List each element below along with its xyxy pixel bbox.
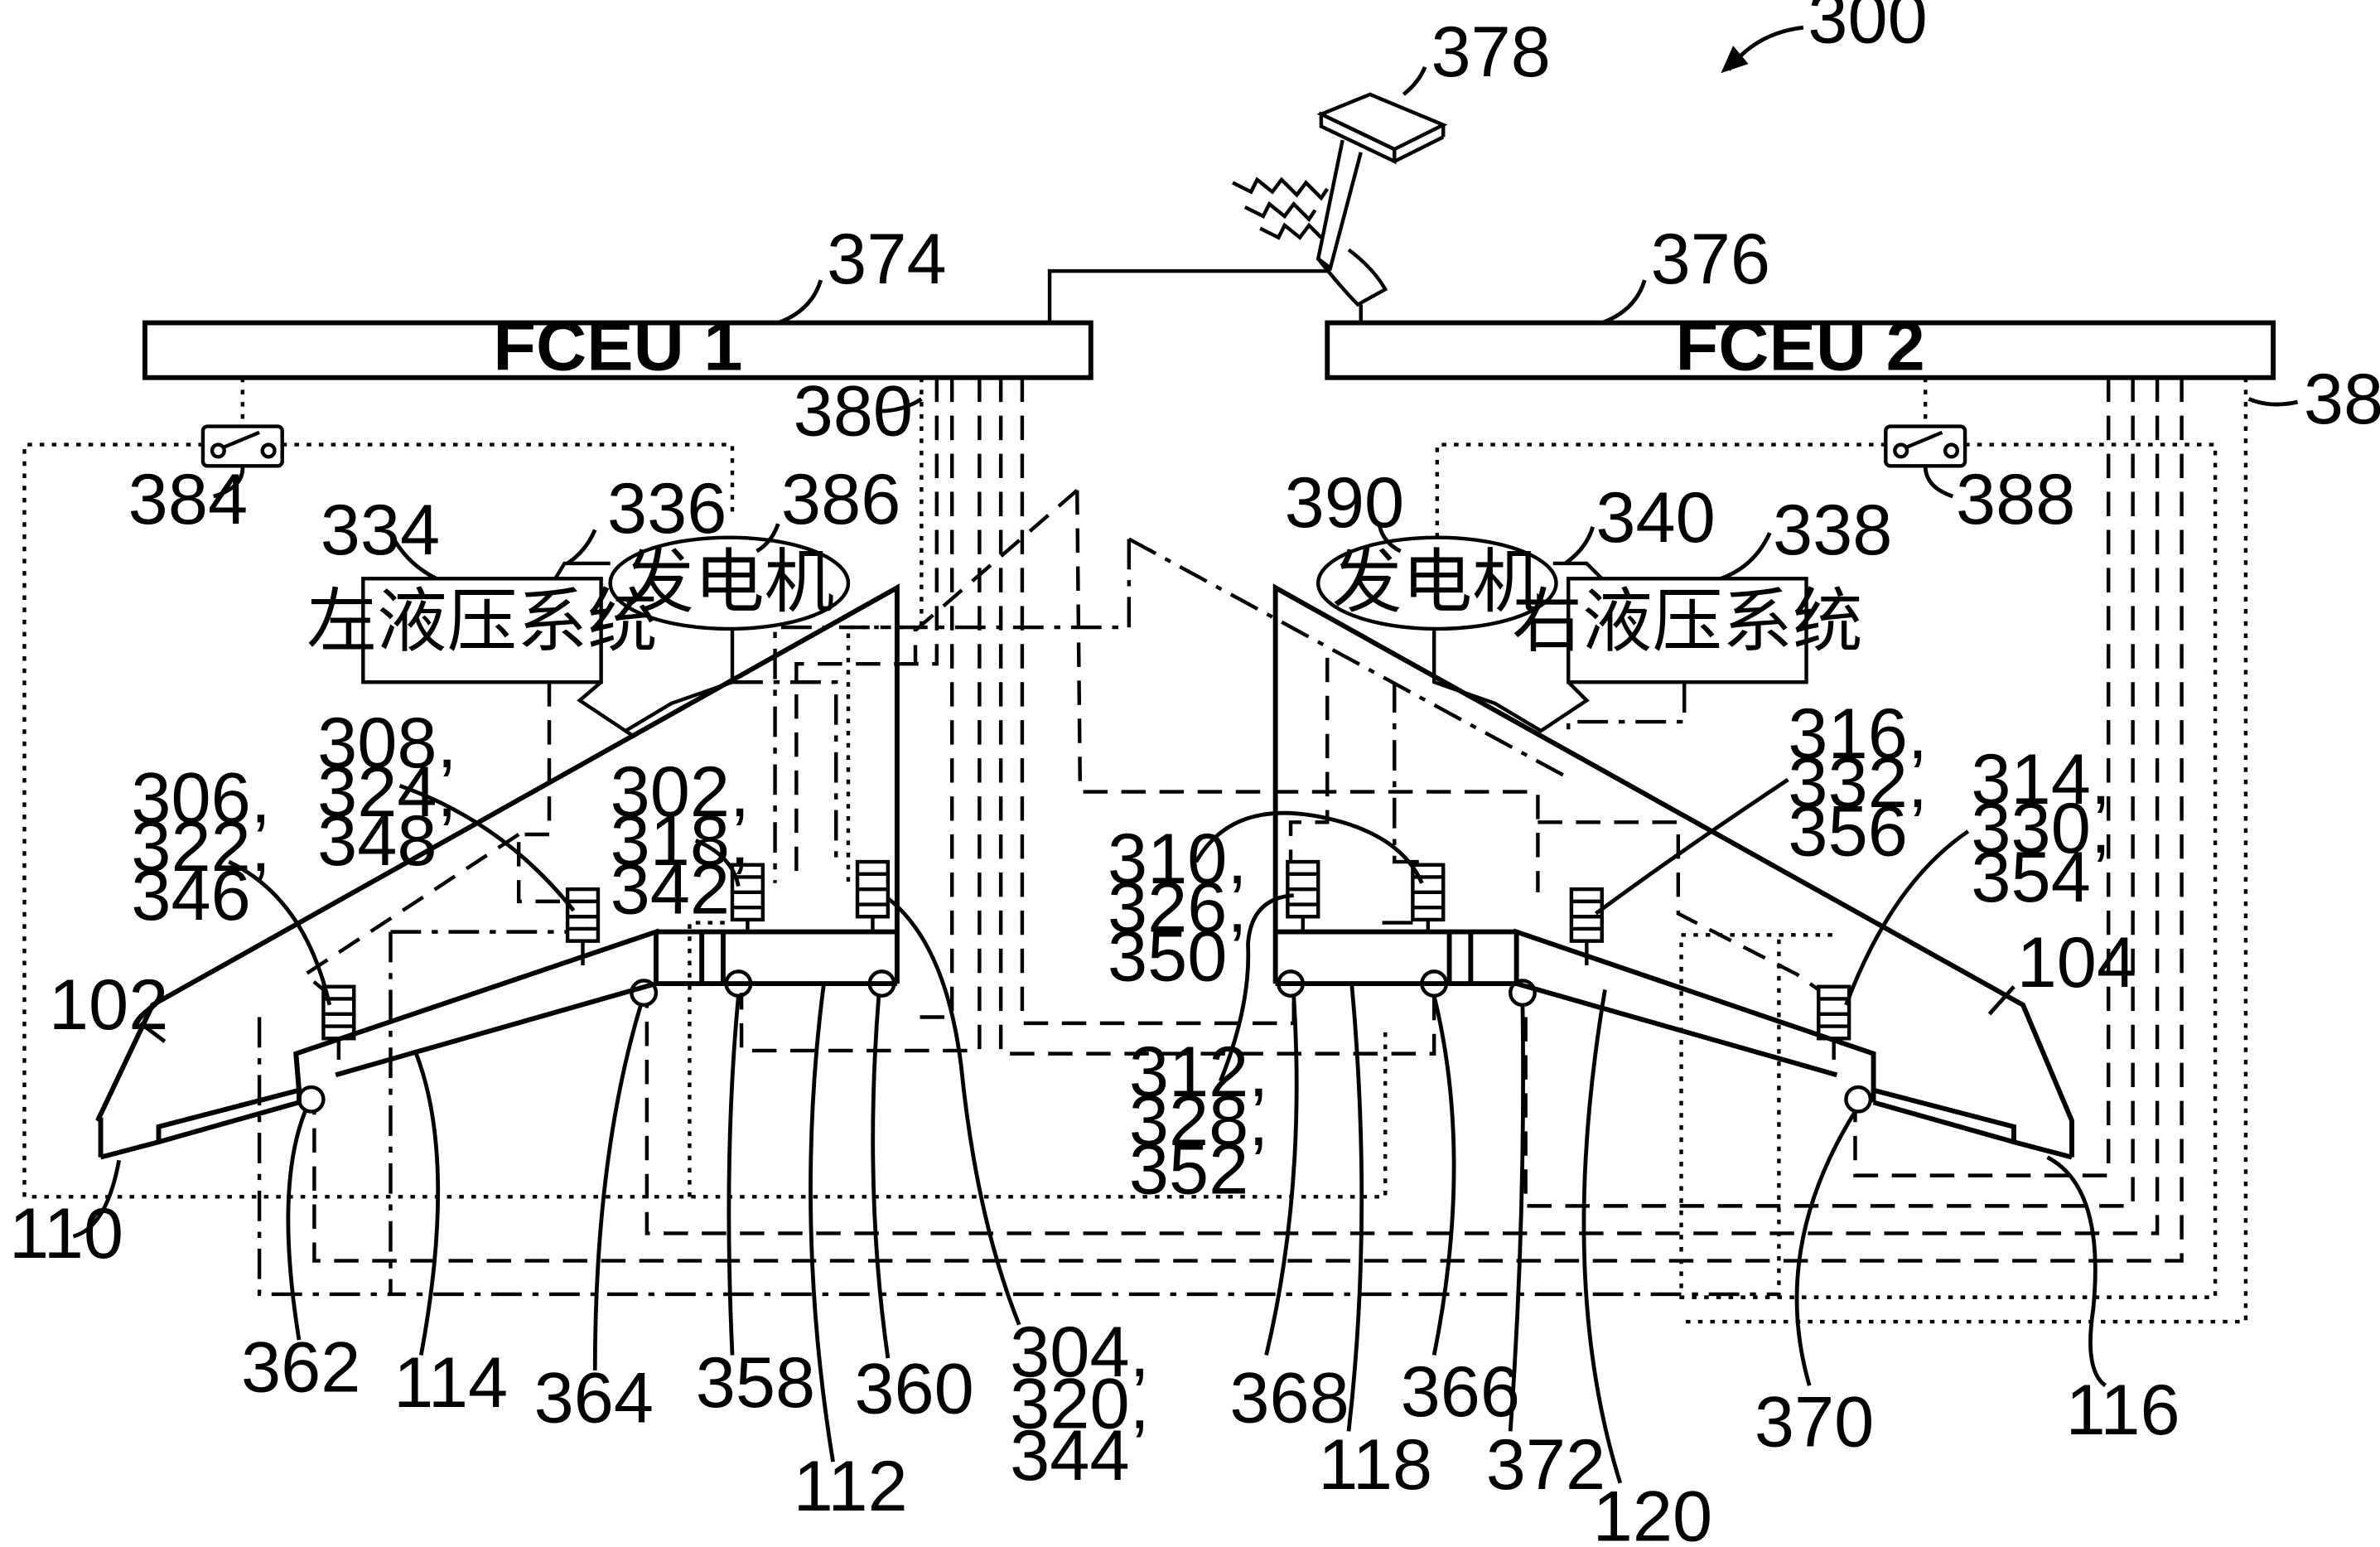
ref-302-c: 342	[611, 850, 730, 930]
ref-334: 334	[321, 491, 440, 570]
ref-118: 118	[1318, 1425, 1432, 1505]
ref-372: 372	[1486, 1425, 1605, 1505]
ref-112: 112	[794, 1447, 908, 1526]
actuator-304	[857, 862, 888, 932]
ref-110: 110	[9, 1194, 123, 1274]
ref-370: 370	[1755, 1383, 1874, 1462]
fceu-1-label: FCEU 1	[493, 307, 742, 385]
ref-384: 384	[128, 460, 248, 539]
ref-312-c: 352	[1129, 1130, 1248, 1210]
ref-304-c: 344	[1010, 1416, 1129, 1496]
ref-386: 386	[781, 460, 900, 539]
ref-336: 336	[607, 469, 727, 549]
sensor-362	[299, 1087, 323, 1111]
right-generator-label: 发电机	[1332, 540, 1542, 622]
position-sensors	[299, 971, 1871, 1111]
right-hydraulic-label: 右液压系统	[1512, 580, 1863, 662]
rudder-pedal: 378	[1233, 12, 1551, 305]
ref-390: 390	[1285, 463, 1404, 543]
ref-104: 104	[2017, 923, 2136, 1003]
ref-360: 360	[854, 1349, 973, 1429]
ref-362: 362	[241, 1328, 360, 1408]
ref-374: 374	[827, 220, 946, 299]
left-hydraulic-system: 左液压系统 334	[307, 491, 658, 682]
switch-384: 384	[128, 378, 282, 539]
left-hydraulic-label: 左液压系统	[307, 580, 658, 662]
ref-382: 382	[2304, 360, 2380, 439]
ref-316-c: 356	[1788, 792, 1907, 872]
ref-366: 366	[1401, 1352, 1520, 1432]
fceu-1: FCEU 1 374	[145, 220, 1091, 385]
figure-ref-300: 300	[1721, 0, 1927, 73]
ref-378: 378	[1431, 12, 1550, 92]
actuator-314	[1818, 987, 1849, 1060]
ref-114: 114	[393, 1343, 508, 1423]
left-generator-label: 发电机	[624, 540, 834, 622]
ref-380: 380	[794, 372, 913, 452]
ref-364: 364	[534, 1358, 654, 1438]
ref-388: 388	[1956, 460, 2075, 539]
sensor-364	[631, 980, 655, 1004]
right-wing	[1276, 587, 2072, 1157]
ref-116: 116	[2066, 1371, 2180, 1450]
right-engine-top	[1553, 563, 1602, 578]
fceu-2: FCEU 2 376	[1327, 220, 2273, 385]
ref-300: 300	[1808, 0, 1927, 58]
ref-314-c: 354	[1971, 838, 2090, 917]
ref-308-c: 348	[317, 801, 437, 881]
ref-376: 376	[1651, 220, 1770, 299]
ref-120: 120	[1593, 1477, 1712, 1547]
ref-310-c: 350	[1108, 916, 1227, 996]
actuators	[323, 862, 1849, 1060]
ref-340: 340	[1596, 478, 1715, 558]
ref-358: 358	[696, 1343, 815, 1423]
switch-388: 388	[1885, 378, 2075, 539]
fceu-2-label: FCEU 2	[1676, 307, 1925, 385]
left-engine-top	[555, 563, 610, 578]
ref-338: 338	[1773, 491, 1892, 570]
pedal-link-fceu1	[1050, 271, 1330, 322]
ref-306-c: 346	[131, 856, 250, 935]
sensor-370	[1846, 1087, 1870, 1111]
